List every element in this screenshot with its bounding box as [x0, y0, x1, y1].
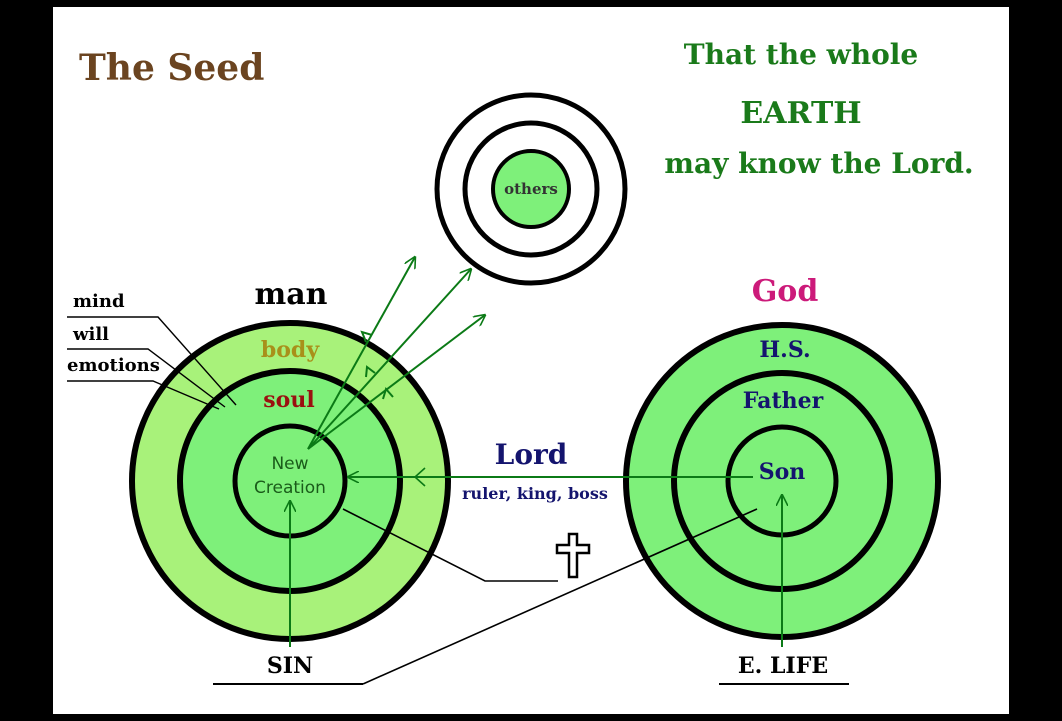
- soul-label: soul: [263, 387, 314, 413]
- soul-parts-callouts: [67, 316, 237, 410]
- hs-label: H.S.: [759, 337, 810, 363]
- will-label: will: [72, 324, 109, 345]
- lord-arrow-mid-head: [413, 467, 426, 487]
- diagram: The Seed That the whole EARTH may know t…: [67, 38, 974, 685]
- new-creation-line-2: Creation: [254, 478, 326, 498]
- outreach-arrows: [307, 257, 485, 450]
- body-label: body: [261, 337, 320, 363]
- god-label: God: [752, 274, 819, 309]
- cross-line: [342, 508, 558, 582]
- sin-label: SIN: [267, 653, 313, 679]
- verse-line-1: That the whole: [684, 38, 918, 71]
- man-label: man: [255, 277, 328, 312]
- emotions-label: emotions: [67, 355, 160, 376]
- verse-line-3: may know the Lord.: [664, 147, 973, 180]
- sin-bridge-line: [362, 508, 758, 685]
- god-circle: [623, 322, 941, 640]
- lord-subtitle: ruler, king, boss: [462, 484, 608, 503]
- life-label: E. LIFE: [738, 653, 828, 679]
- slide-title: The Seed: [79, 47, 264, 89]
- new-creation-line-1: New: [271, 454, 308, 474]
- cross-icon: [555, 532, 591, 579]
- others-label: others: [504, 180, 558, 198]
- others-circle: others: [434, 92, 628, 286]
- verse-line-2: EARTH: [740, 96, 861, 131]
- son-label: Son: [759, 459, 806, 485]
- slide: The Seed That the whole EARTH may know t…: [53, 7, 1009, 714]
- father-label: Father: [743, 388, 824, 414]
- mind-label: mind: [73, 291, 125, 312]
- lord-label: Lord: [495, 438, 568, 471]
